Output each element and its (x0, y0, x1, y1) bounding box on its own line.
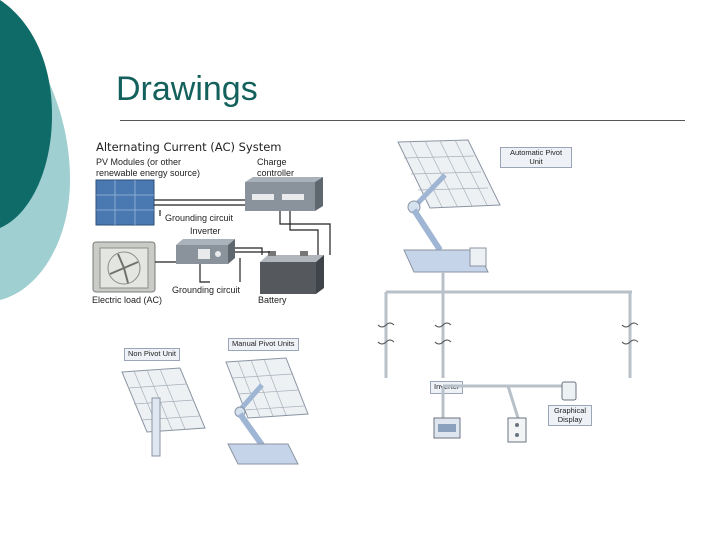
automatic-pivot-unit (397, 139, 501, 273)
automatic-pivot-label-line2: Unit (529, 156, 543, 166)
meter-device (433, 417, 461, 439)
pipe-break-marks (377, 322, 639, 345)
charge-controller-label: Charge (257, 157, 287, 167)
inverter-box (176, 239, 235, 264)
non-pivot-unit (121, 367, 206, 457)
pv-modules-label-line2: renewable energy source) (96, 168, 201, 178)
grounding-circuit-top-label: Grounding circuit (165, 213, 234, 223)
graphical-display-label: Graphical (553, 406, 587, 415)
electric-load-fan (92, 241, 156, 293)
manual-pivot-tag: Manual Pivot Units (228, 338, 299, 351)
non-pivot-tag: Non Pivot Unit (124, 348, 180, 361)
title-divider (120, 120, 685, 121)
manual-pivot-unit (225, 357, 309, 465)
pv-modules-label: PV Modules (or other (96, 157, 182, 167)
automatic-pivot-tag: Automatic Pivot Unit (500, 147, 572, 169)
pivot-pipe-network (384, 272, 632, 419)
graphical-display-label-line2: Display (557, 414, 583, 424)
slide-title: Drawings (116, 70, 258, 108)
grounding-circuit-bottom-label: Grounding circuit (172, 285, 241, 295)
battery-box (260, 251, 324, 294)
graphical-display-device (561, 381, 577, 401)
electric-load-label: Electric load (AC) (92, 295, 163, 305)
inverter-label: Inverter (190, 226, 221, 236)
outlet-device (507, 417, 527, 443)
ac-system-wires (154, 199, 331, 283)
graphical-display-tag: Graphical Display (548, 405, 592, 427)
ac-system-title: Alternating Current (AC) System (96, 140, 282, 154)
automatic-pivot-label: Automatic Pivot (509, 148, 563, 157)
battery-label: Battery (258, 295, 287, 305)
decor-dark-teal-shape (0, 0, 52, 228)
pv-module-panel (95, 179, 155, 226)
charge-controller-box (245, 177, 323, 211)
charge-controller-label-line2: controller (257, 168, 295, 178)
